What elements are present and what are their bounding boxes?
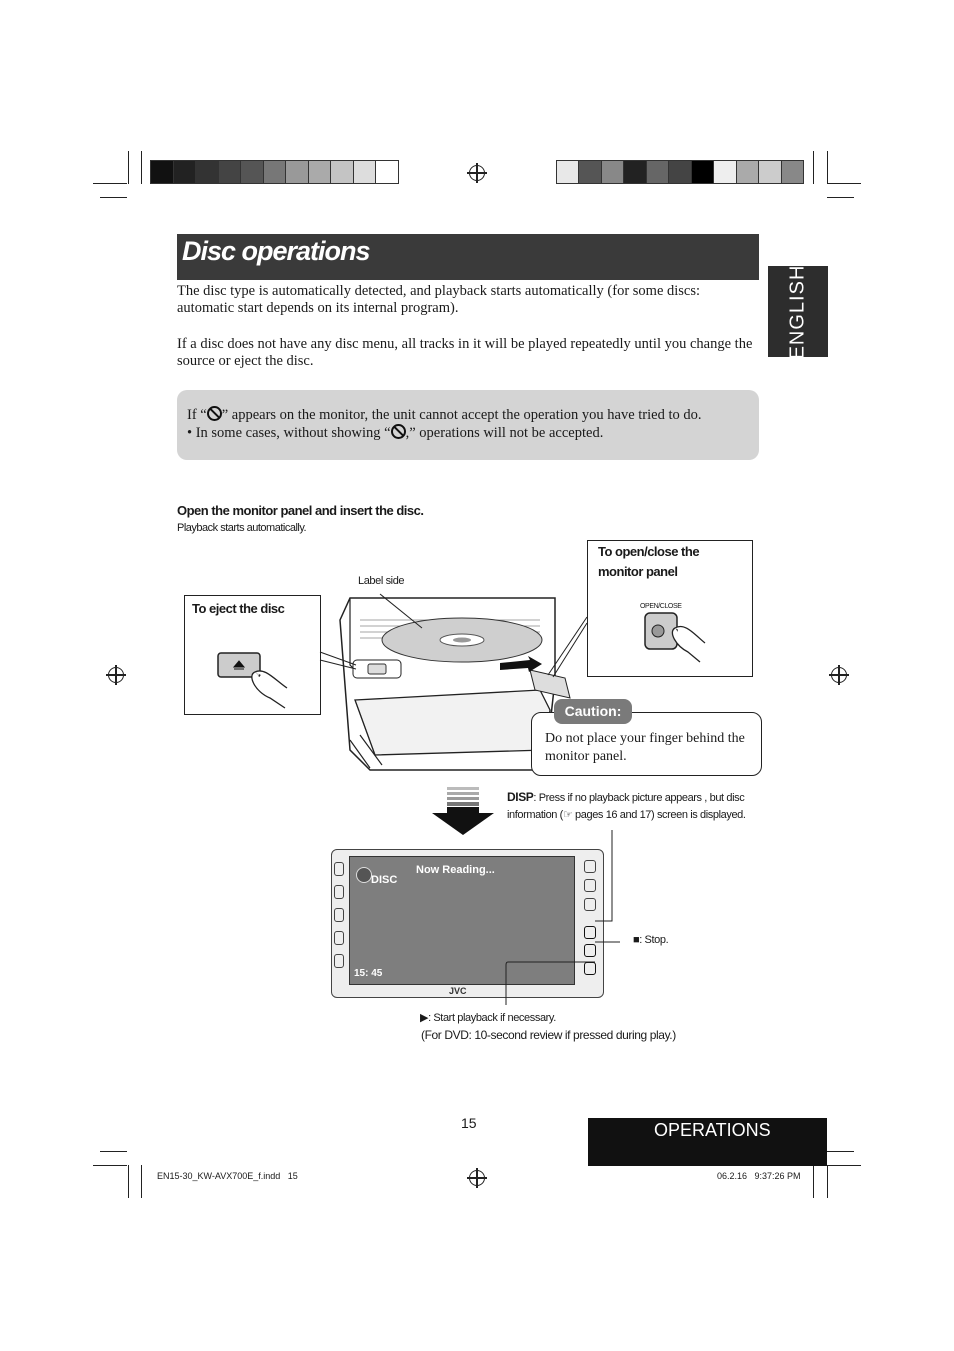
language-tab-label: ENGLISH <box>786 264 809 359</box>
page-number: 15 <box>461 1115 477 1131</box>
disc-icon <box>356 867 372 883</box>
side-button[interactable] <box>334 862 344 876</box>
dvd-review-note: (For DVD: 10-second review if pressed du… <box>421 1028 676 1042</box>
open-close-callout <box>587 540 753 677</box>
caution-text: Do not place your finger behind the moni… <box>545 731 745 764</box>
caution-label: Caution: <box>554 699 632 724</box>
monitor-source: DISC <box>371 874 398 886</box>
note-text: ” appears on the monitor, the unit canno… <box>221 407 702 423</box>
crop-mark <box>100 1151 127 1152</box>
crop-mark <box>128 1165 129 1198</box>
crop-mark <box>827 1151 854 1152</box>
color-bar-left <box>150 160 399 184</box>
note-box: If “ ” appears on the monitor, the unit c… <box>177 390 759 460</box>
file-info: EN15-30_KW-AVX700E_f.indd 15 <box>157 1171 298 1181</box>
side-button[interactable] <box>334 931 344 945</box>
crop-mark <box>827 197 854 198</box>
page-reference-icon: ☞ <box>562 809 573 821</box>
play-note-text: : Start playback if necessary. <box>428 1012 556 1024</box>
side-button[interactable] <box>334 908 344 922</box>
open-close-title-line1: To open/close the <box>598 544 700 559</box>
disp-note-text: pages 16 and 17) screen is displayed. <box>572 809 746 821</box>
monitor-status: Now Reading... <box>416 864 495 876</box>
monitor-screen <box>349 856 575 985</box>
stop-button[interactable] <box>584 944 596 957</box>
callout-lines <box>505 830 620 1005</box>
crop-mark <box>128 151 129 184</box>
eject-pointer <box>319 651 357 670</box>
section-tab-label: OPERATIONS <box>654 1120 771 1140</box>
step-subtext: Playback starts automatically. <box>177 522 307 534</box>
disp-note-text: : Press if no playback picture appears ,… <box>533 792 745 804</box>
page-title: Disc operations <box>182 236 371 266</box>
open-close-button-label: OPEN/CLOSE <box>640 603 682 610</box>
open-close-pointer <box>547 616 588 678</box>
intro-paragraph-2: If a disc does not have any disc menu, a… <box>177 336 753 369</box>
side-button[interactable] <box>334 885 344 899</box>
crop-mark <box>141 151 142 184</box>
stop-icon: ■ <box>633 934 640 946</box>
play-icon: ▶ <box>420 1012 429 1024</box>
label-pointer <box>379 593 423 629</box>
registration-mark-icon <box>467 163 487 183</box>
down-arrow-icon <box>432 787 494 835</box>
title-bar <box>177 234 759 280</box>
crop-mark <box>141 1165 142 1198</box>
monitor-time: 15: 45 <box>354 968 383 979</box>
disp-note-line2: information (☞ pages 16 and 17) screen i… <box>507 808 746 821</box>
language-tab: ENGLISH <box>768 264 828 359</box>
stop-note-text: : Stop. <box>639 934 669 946</box>
disp-key-label: DISP <box>507 790 534 804</box>
crop-mark <box>827 1165 828 1198</box>
crop-mark <box>813 1165 814 1198</box>
color-bar-right <box>556 160 804 184</box>
disp-note-line1: DISP: Press if no playback picture appea… <box>507 790 745 804</box>
open-close-button-illustration[interactable] <box>640 610 710 670</box>
crop-mark <box>827 183 861 184</box>
disp-note-text: information ( <box>507 809 563 821</box>
step-heading: Open the monitor panel and insert the di… <box>177 503 424 518</box>
registration-mark-icon <box>106 665 126 685</box>
note-text: If “ <box>187 407 207 423</box>
crop-mark <box>93 1165 127 1166</box>
side-button[interactable] <box>584 898 596 911</box>
crop-mark <box>93 183 127 184</box>
eject-callout-title: To eject the disc <box>192 601 285 616</box>
note-line-2: • In some cases, without showing “ ,” ope… <box>187 424 603 442</box>
section-tab: OPERATIONS <box>588 1118 827 1166</box>
label-side-text: Label side <box>358 575 405 587</box>
left-button-column <box>334 862 344 982</box>
no-entry-icon <box>206 406 222 421</box>
note-text: ,” operations will not be accepted. <box>405 425 604 441</box>
no-entry-icon <box>390 424 406 439</box>
disp-button[interactable] <box>584 926 596 939</box>
crop-mark <box>827 151 828 184</box>
eject-button-illustration[interactable] <box>215 650 295 710</box>
note-line-1: If “ ” appears on the monitor, the unit c… <box>187 406 702 424</box>
intro-paragraph-1: The disc type is automatically detected,… <box>177 283 701 316</box>
open-close-title-line2: monitor panel <box>598 564 678 579</box>
registration-mark-icon <box>829 665 849 685</box>
stop-note: ■: Stop. <box>633 934 669 946</box>
print-timestamp: 06.2.16 9:37:26 PM <box>717 1171 801 1181</box>
play-note: ▶: Start playback if necessary. <box>420 1011 556 1024</box>
note-text: • In some cases, without showing “ <box>187 425 391 441</box>
disc-icon <box>381 617 543 663</box>
registration-mark-icon <box>467 1168 487 1188</box>
crop-mark <box>813 151 814 184</box>
side-button[interactable] <box>584 860 596 873</box>
side-button[interactable] <box>584 879 596 892</box>
side-button[interactable] <box>334 954 344 968</box>
monitor-brand: JVC <box>449 986 467 996</box>
crop-mark <box>827 1165 861 1166</box>
crop-mark <box>100 197 127 198</box>
